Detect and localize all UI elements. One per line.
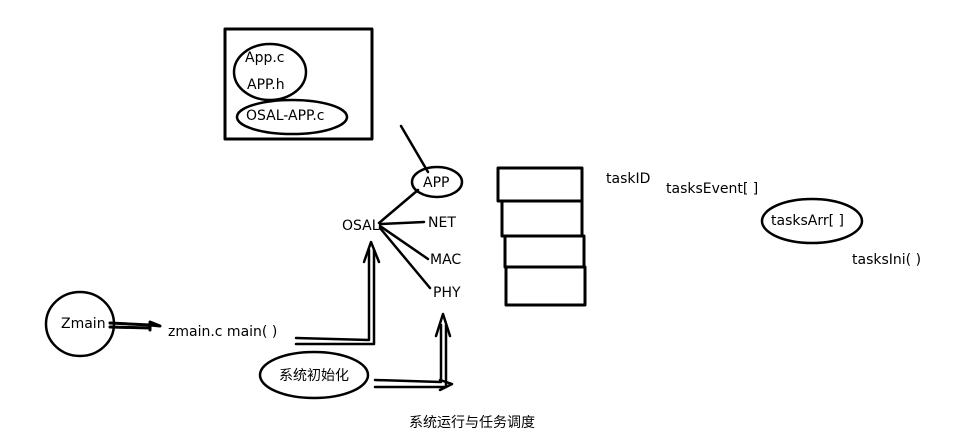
file-app-h: APP.h [247,77,285,93]
task-block-4 [504,265,587,307]
layer-mac-label: MAC [430,252,462,268]
caption: 系统运行与任务调度 [409,415,535,431]
task-block-3 [503,234,586,269]
init-to-phy-arrow [373,323,443,384]
osal-app-ellipse [235,98,349,136]
init-ellipse [258,350,370,400]
task-block-1 [496,166,584,203]
init-label: 系统初始化 [279,368,349,384]
osal-to-mac-line [378,224,430,261]
main-to-osal-arrow [294,248,371,342]
files-box [223,27,374,141]
layer-phy-label: PHY [433,285,461,301]
tasks-arr-label: tasksArr[ ] [771,213,844,229]
zmain-arrow [108,320,162,332]
task-id-label: taskID [606,171,651,187]
file-app-c: App.c [245,50,285,66]
osal-label: OSAL [342,218,380,234]
main-to-osal-arrowhead [362,240,381,264]
tree-stroke-top [399,124,430,174]
osal-to-app-line [377,188,420,225]
zmain-entry-label: zmain.c main( ) [168,324,278,340]
zmain-label: Zmain [61,316,106,332]
init-to-phy-arrowhead [434,312,452,338]
layer-app-label: APP [423,175,450,191]
file-osal-app-c: OSAL-APP.c [246,108,325,124]
tasks-init-label: tasksIni( ) [852,252,922,268]
tasks-event-label: tasksEvent[ ] [666,181,759,197]
task-block-2 [500,199,584,238]
app-ellipse [410,165,464,199]
tasks-arr-ellipse [760,197,864,245]
zmain-arrow-shaft2 [108,325,152,330]
main-to-osal-arrow-outer [294,248,376,346]
osal-to-phy-line [378,226,432,290]
layer-net-label: NET [428,215,456,231]
osal-to-net-line [378,220,426,226]
init-arrow-tip [438,378,454,392]
app-files-ellipse [232,42,308,102]
